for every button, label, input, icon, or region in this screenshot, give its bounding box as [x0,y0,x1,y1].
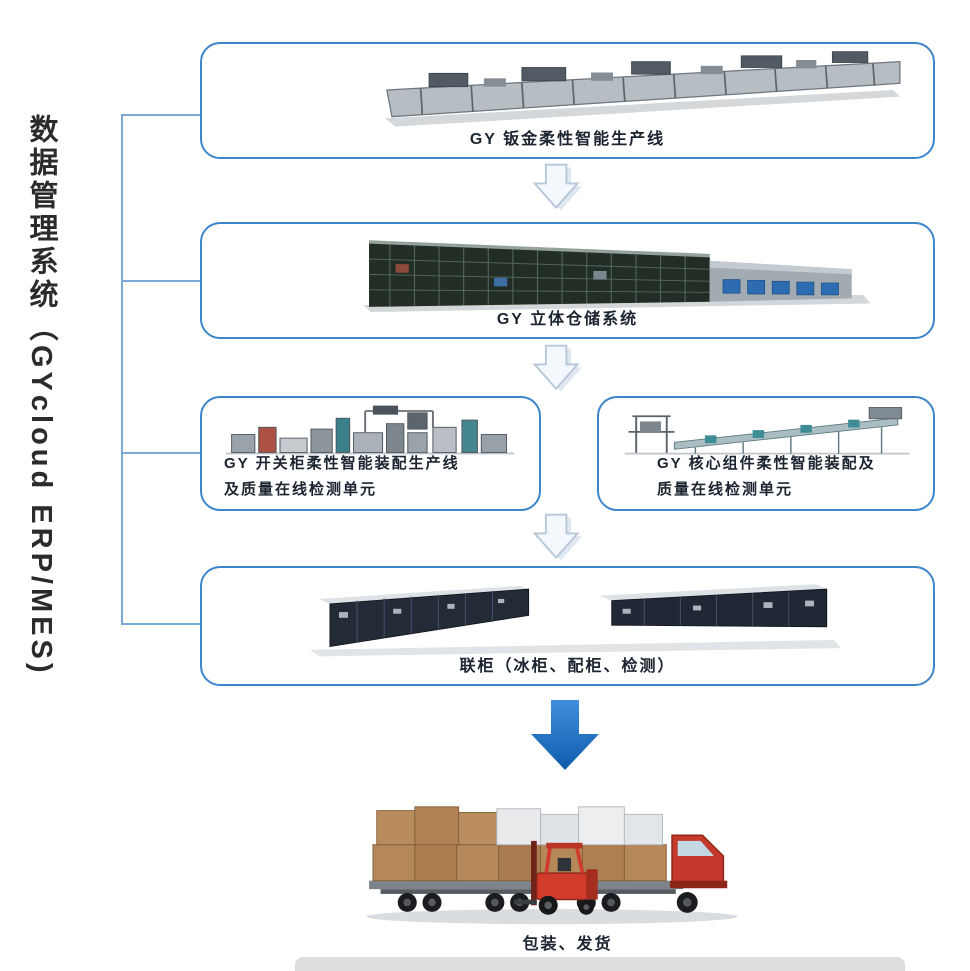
switch-cabinet-assembly-image [220,402,520,458]
flow-arrow-2 [530,344,586,396]
shipping-label: 包装、发货 [522,936,613,953]
box-switch-cabinet-assembly-label: GY 开关柜柔性智能装配生产线 及质量在线检测单元 [202,451,539,504]
connector-stub-4 [121,623,201,625]
flow-arrow-3 [530,513,586,565]
box-combined-cabinets-label: 联柜（冰柜、配柜、检测） [459,658,676,675]
warehouse-image [352,230,882,312]
connector-stub-1 [121,114,201,116]
label-line-1: GY 核心组件柔性智能装配及 [657,454,876,472]
assembly-cluster-icon [225,405,515,455]
box-warehouse: GY 立体仓储系统 [200,222,935,339]
flow-arrow-1 [530,163,586,215]
down-arrow-icon [532,513,583,561]
system-title-vertical: 数据管理系统（GYcloud ERP/MES) [25,114,57,677]
label-line-1: GY 开关柜柔性智能装配生产线 [224,454,460,472]
down-arrow-icon [532,344,583,392]
box-sheet-metal-line: GY 钣金柔性智能生产线 [200,42,935,159]
combined-cabinets-image [292,576,852,658]
box-sheet-metal-line-label: GY 钣金柔性智能生产线 [469,131,666,148]
box-switch-cabinet-assembly: GY 开关柜柔性智能装配生产线 及质量在线检测单元 [200,396,541,511]
label-line-2: 质量在线检测单元 [657,480,794,498]
connector-vertical-line [121,114,123,625]
connector-stub-3 [121,452,201,454]
sheet-metal-line-image [370,50,910,130]
truck-loading-image [352,786,752,928]
box-core-component-assembly: GY 核心组件柔性智能装配及 质量在线检测单元 [597,396,935,511]
cabinet-rows-icon [310,584,842,657]
page-edge-artifact [295,957,905,971]
down-arrow-icon [532,163,583,211]
production-line-icon [385,51,901,127]
box-combined-cabinets: 联柜（冰柜、配柜、检测） [200,566,935,686]
core-component-assembly-image [619,404,915,458]
final-flow-arrow [527,698,603,772]
label-line-2: 及质量在线检测单元 [224,480,378,498]
box-core-component-assembly-label: GY 核心组件柔性智能装配及 质量在线检测单元 [599,451,933,504]
truck-icon [366,806,738,925]
conveyor-line-icon [624,407,910,455]
box-warehouse-label: GY 立体仓储系统 [496,311,639,328]
connector-stub-2 [121,280,201,282]
warehouse-rack-icon [363,240,871,312]
solid-down-arrow-icon [531,700,599,770]
